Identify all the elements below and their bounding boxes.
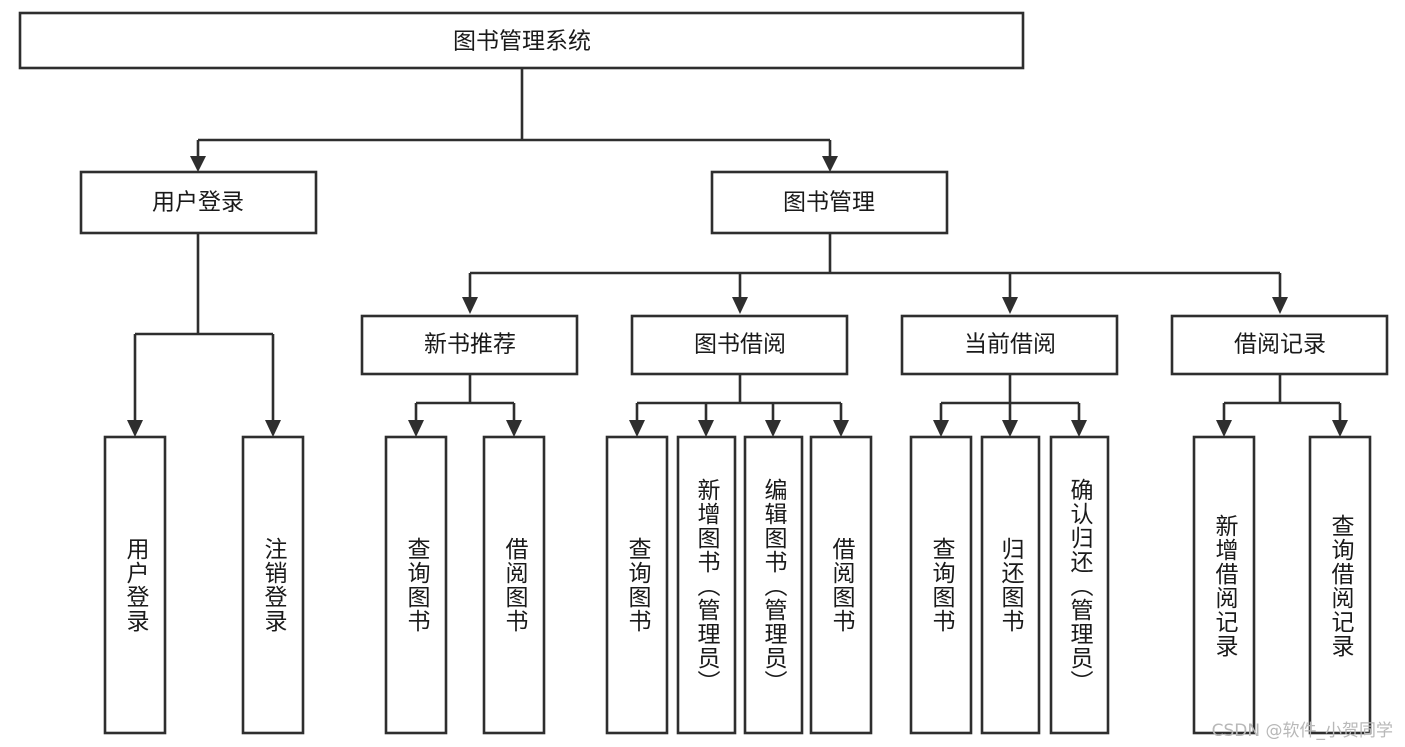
leaf-new-book-borrow-box[interactable] xyxy=(482,435,546,735)
leaf-query-record-box[interactable] xyxy=(1308,435,1372,735)
leaf-logout-box[interactable] xyxy=(241,435,305,735)
arrow-head-leaf-edit-book xyxy=(765,420,781,437)
arrow-head-leaf-query-record xyxy=(1332,420,1348,437)
node-new-book-box[interactable] xyxy=(360,314,579,376)
leaf-return-book-label: 归还图书 xyxy=(997,537,1025,633)
node-root-label: 图书管理系统 xyxy=(453,29,591,55)
node-book-manage-box[interactable] xyxy=(710,170,949,235)
arrow-head-leaf-query-book-1 xyxy=(408,420,424,437)
node-current-borrow-box[interactable] xyxy=(900,314,1119,376)
node-user-login-label: 用户登录 xyxy=(152,190,244,216)
arrow-head-book-manage xyxy=(822,156,838,172)
leaf-confirm-return-label: 确认归还（管理员） xyxy=(1066,478,1094,694)
leaf-edit-book[interactable]: 编辑图书（管理员） xyxy=(743,435,804,735)
leaf-new-book-borrow[interactable]: 借阅图书 xyxy=(482,435,546,735)
node-new-book[interactable]: 新书推荐 xyxy=(360,314,579,376)
leaf-current-query-box[interactable] xyxy=(909,435,973,735)
leaf-add-book-box[interactable] xyxy=(676,435,737,735)
node-borrow-record-box[interactable] xyxy=(1170,314,1389,376)
leaf-book-borrow-borrow[interactable]: 借阅图书 xyxy=(809,435,873,735)
leaf-user-login-box[interactable] xyxy=(103,435,167,735)
leaf-user-login-label: 用户登录 xyxy=(122,537,150,633)
arrow-head-user-login xyxy=(190,156,206,172)
leaf-confirm-return[interactable]: 确认归还（管理员） xyxy=(1049,435,1110,735)
leaf-new-book-query-box[interactable] xyxy=(384,435,448,735)
leaf-book-borrow-borrow-box[interactable] xyxy=(809,435,873,735)
arrow-head-leaf-return-book xyxy=(1002,420,1018,437)
leaf-logout-label: 注销登录 xyxy=(260,537,288,633)
node-borrow-record-label: 借阅记录 xyxy=(1234,332,1326,358)
node-current-borrow[interactable]: 当前借阅 xyxy=(900,314,1119,376)
node-book-manage-label: 图书管理 xyxy=(783,190,875,216)
arrow-head-leaf-query-book-2 xyxy=(629,420,645,437)
leaf-user-login[interactable]: 用户登录 xyxy=(103,435,167,735)
node-new-book-label: 新书推荐 xyxy=(424,332,516,358)
node-user-login-box[interactable] xyxy=(79,170,318,235)
arrow-head-leaf-add-record xyxy=(1216,420,1232,437)
leaf-confirm-return-box[interactable] xyxy=(1049,435,1110,735)
leaf-logout[interactable]: 注销登录 xyxy=(241,435,305,735)
node-root-box[interactable] xyxy=(18,11,1025,70)
node-book-borrow-box[interactable] xyxy=(630,314,849,376)
leaf-book-borrow-query[interactable]: 查询图书 xyxy=(605,435,669,735)
node-borrow-record[interactable]: 借阅记录 xyxy=(1170,314,1389,376)
arrow-head-leaf-query-book-3 xyxy=(933,420,949,437)
arrow-head-new-book xyxy=(462,297,478,314)
leaf-book-borrow-borrow-label: 借阅图书 xyxy=(828,537,856,633)
connector-layer xyxy=(127,68,1348,437)
leaf-book-borrow-query-label: 查询图书 xyxy=(624,537,652,633)
leaf-new-book-query-label: 查询图书 xyxy=(403,537,431,633)
leaf-new-book-borrow-label: 借阅图书 xyxy=(501,537,529,633)
node-book-borrow-label: 图书借阅 xyxy=(694,332,786,358)
arrow-head-leaf-logout xyxy=(265,420,281,437)
node-user-login[interactable]: 用户登录 xyxy=(79,170,318,235)
node-book-manage[interactable]: 图书管理 xyxy=(710,170,949,235)
node-book-borrow[interactable]: 图书借阅 xyxy=(630,314,849,376)
arrow-head-leaf-add-book xyxy=(698,420,714,437)
leaf-return-book-box[interactable] xyxy=(980,435,1041,735)
arrow-head-leaf-borrow-book-1 xyxy=(506,420,522,437)
leaf-query-record-label: 查询借阅记录 xyxy=(1327,514,1355,658)
arrow-head-leaf-borrow-book-2 xyxy=(833,420,849,437)
leaf-query-record[interactable]: 查询借阅记录 xyxy=(1308,435,1372,735)
arrow-head-leaf-confirm-return xyxy=(1071,420,1087,437)
leaf-return-book[interactable]: 归还图书 xyxy=(980,435,1041,735)
leaf-add-record-box[interactable] xyxy=(1192,435,1256,735)
leaf-current-query-label: 查询图书 xyxy=(928,537,956,633)
node-root[interactable]: 图书管理系统 xyxy=(18,11,1025,70)
node-current-borrow-label: 当前借阅 xyxy=(964,332,1056,358)
leaf-add-record-label: 新增借阅记录 xyxy=(1211,514,1239,658)
leaf-book-borrow-query-box[interactable] xyxy=(605,435,669,735)
leaf-add-book[interactable]: 新增图书（管理员） xyxy=(676,435,737,735)
leaf-edit-book-label: 编辑图书（管理员） xyxy=(760,478,788,694)
leaf-add-book-label: 新增图书（管理员） xyxy=(693,478,721,694)
arrow-head-book-borrow xyxy=(732,297,748,314)
arrow-head-current-borrow xyxy=(1002,297,1018,314)
arrow-head-leaf-user-login xyxy=(127,420,143,437)
leaf-new-book-query[interactable]: 查询图书 xyxy=(384,435,448,735)
leaf-current-query[interactable]: 查询图书 xyxy=(909,435,973,735)
leaf-add-record[interactable]: 新增借阅记录 xyxy=(1192,435,1256,735)
arrow-head-borrow-record xyxy=(1272,297,1288,314)
leaf-edit-book-box[interactable] xyxy=(743,435,804,735)
